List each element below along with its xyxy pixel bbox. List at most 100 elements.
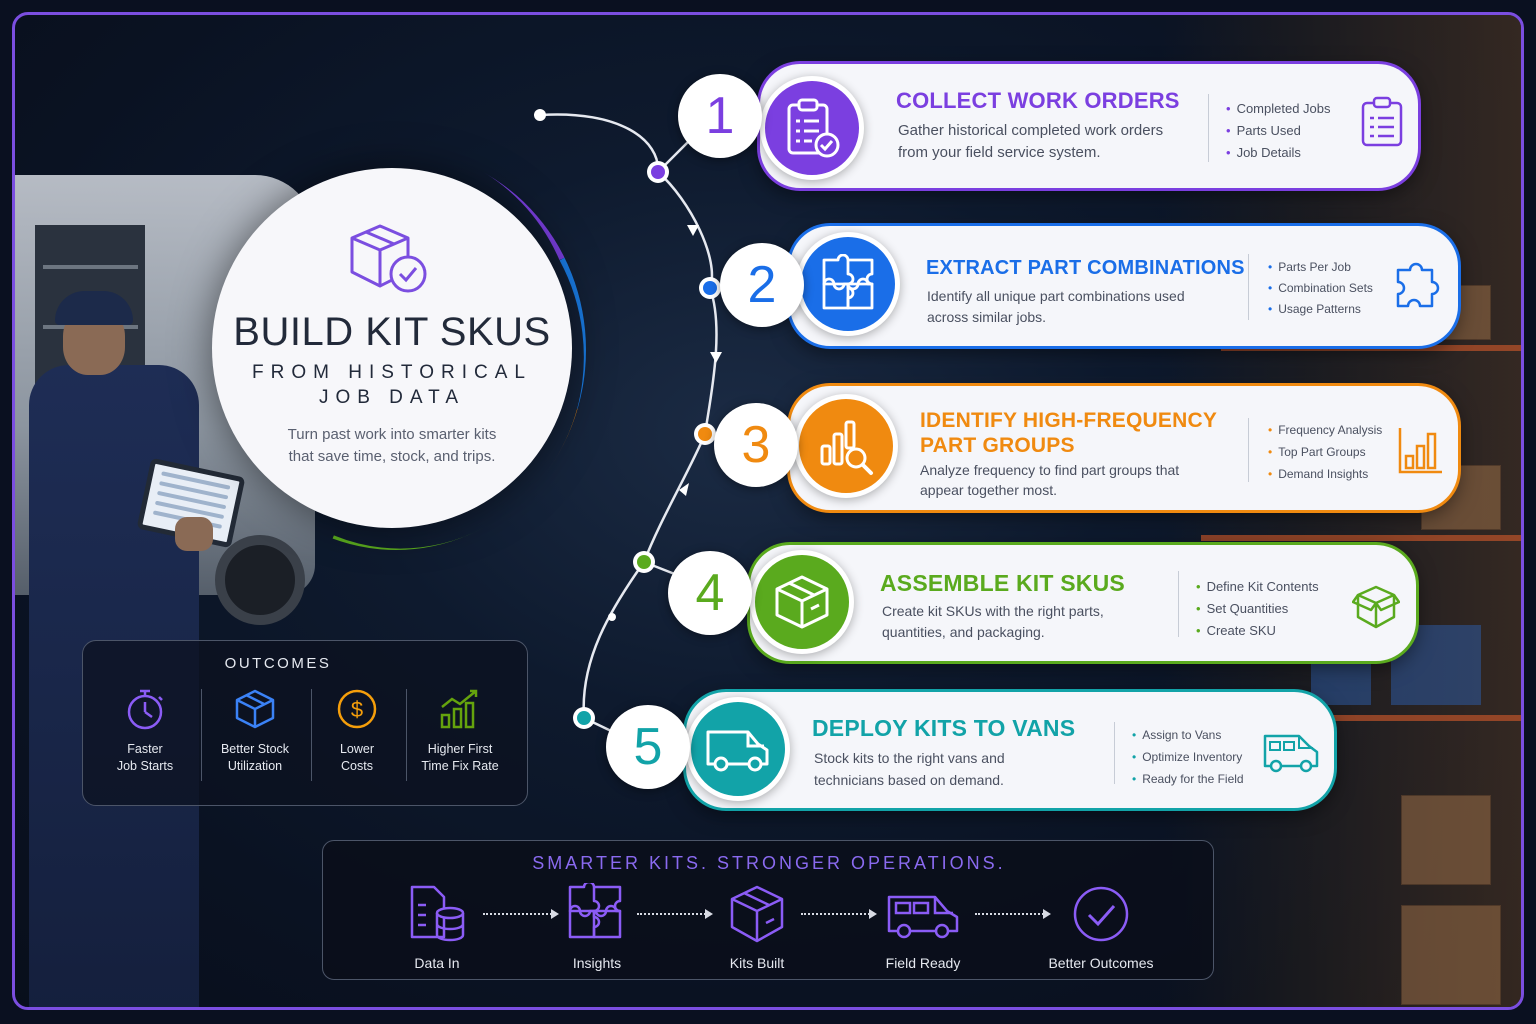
summary-bar: SMARTER KITS. STRONGER OPERATIONS. Data … [322,840,1214,980]
van-outline-icon [1263,734,1319,773]
puzzle-pieces-icon [822,254,874,310]
bullet-item: Assign to Vans [1132,724,1244,746]
outcome-label-line: Lower [339,742,375,756]
outcome-higher-first-time-fix-rate: Higher First Time Fix Rate [410,687,510,775]
clipboard-list-icon [1361,96,1403,147]
step-bullets: Completed Jobs Parts Used Job Details [1226,98,1331,164]
summary-label: Better Outcomes [1048,955,1154,971]
step-card-3: IDENTIFY HIGH-FREQUENCY PART GROUPS Anal… [790,386,1458,510]
summary-item-field-ready: Field Ready [863,883,983,971]
step-number-5: 5 [606,705,690,789]
step-bullets: Define Kit Contents Set Quantities Creat… [1196,576,1319,642]
van-shelf [43,265,138,269]
step-title-line: PART GROUPS [920,434,1075,457]
step-divider [1208,94,1209,162]
technician-cap [55,291,133,325]
van-icon [887,895,959,939]
bullet-item: Parts Used [1226,120,1331,142]
outcome-better-stock-utilization: Better Stock Utilization [205,687,305,775]
hero-description: Turn past work into smarter kits that sa… [287,426,497,465]
box-icon [235,689,275,729]
shelf-beam [1201,535,1521,541]
bullet-item: Completed Jobs [1226,98,1331,120]
flow-arrow [801,909,877,919]
step-description: Stock kits to the right vans and technic… [814,750,1005,788]
outcome-label-line: Job Starts [116,759,174,773]
van-icon [706,730,769,772]
step-title: EXTRACT PART COMBINATIONS [926,257,1245,279]
step-divider [1248,254,1249,320]
outcomes-panel: OUTCOMES Faster Job Starts Better Stock … [82,640,528,806]
shelf-beam [1191,715,1521,721]
hero-title: BUILD KIT SKUS [233,310,551,354]
outcome-label: Lower Costs [307,741,407,775]
outcome-lower-costs: $ Lower Costs [307,687,407,775]
flow-arrow [637,909,713,919]
van-wheel [215,535,305,625]
bullet-item: Optimize Inventory [1132,746,1244,768]
step-bullets: Assign to Vans Optimize Inventory Ready … [1132,724,1244,790]
outcome-label: Faster Job Starts [95,741,195,775]
summary-label: Field Ready [885,955,961,971]
bullet-item: Combination Sets [1268,278,1373,299]
step-description: Gather historical completed work orders … [898,122,1164,161]
technician-hand [175,517,213,551]
outcome-divider [201,689,202,781]
step-card-1: COLLECT WORK ORDERS Gather historical co… [760,64,1418,188]
bullet-item: Create SKU [1196,620,1319,642]
summary-item-data-in: Data In [377,883,497,971]
outcome-label-line: Utilization [227,759,283,773]
document-database-icon [410,885,465,942]
step-icon-5 [686,697,790,801]
summary-item-kits-built: Kits Built [697,883,817,971]
step-description: Create kit SKUs with the right parts, qu… [882,603,1104,640]
box-icon [730,885,784,943]
step-bullets: Frequency Analysis Top Part Groups Deman… [1268,419,1382,485]
dollar-coin-icon: $ [337,689,377,729]
flow-arrow [483,909,559,919]
hero-subtitle-line: FROM HISTORICAL [252,362,532,383]
bullet-item: Frequency Analysis [1268,419,1382,441]
hero-circle [212,168,572,528]
step-description: Identify all unique part combinations us… [927,288,1185,325]
clipboard-check-icon [787,98,840,158]
outcome-label-line: Better Stock [220,742,290,756]
step-card-4: ASSEMBLE KIT SKUS Create kit SKUs with t… [750,545,1416,661]
outcome-divider [406,689,407,781]
bar-chart-icon [1398,428,1442,474]
step-number-3: 3 [714,403,798,487]
growth-chart-icon [440,689,478,729]
bullet-item: Set Quantities [1196,598,1319,620]
svg-text:$: $ [351,697,363,722]
outcome-label: Better Stock Utilization [205,741,305,775]
step-card-5: DEPLOY KITS TO VANS Stock kits to the ri… [686,692,1334,808]
bullet-item: Parts Per Job [1268,257,1373,278]
summary-item-better-outcomes: Better Outcomes [1031,883,1171,971]
outcome-faster-job-starts: Faster Job Starts [95,687,195,775]
step-title: DEPLOY KITS TO VANS [812,715,1076,741]
summary-item-insights: Insights [537,883,657,971]
outcome-divider [311,689,312,781]
step-icon-3 [794,394,898,498]
step-icon-1 [760,76,864,180]
stopwatch-icon [127,689,163,730]
summary-label: Kits Built [729,955,785,971]
step-title-line: IDENTIFY HIGH-FREQUENCY [920,409,1218,432]
summary-title: SMARTER KITS. STRONGER OPERATIONS. [532,853,1006,873]
check-circle-icon [1073,886,1129,942]
step-divider [1114,722,1115,784]
step-title: COLLECT WORK ORDERS [896,88,1180,113]
summary-label: Insights [572,955,622,971]
warehouse-box [1401,795,1491,885]
open-box-icon [1352,585,1400,629]
step-card-2: EXTRACT PART COMBINATIONS Identify all u… [790,226,1458,346]
step-divider [1248,418,1249,482]
outcome-label-line: Higher First [427,742,493,756]
box-check-icon [350,224,427,293]
bullet-item: Usage Patterns [1268,299,1373,320]
outcome-label: Higher First Time Fix Rate [410,741,510,775]
outcome-label-line: Time Fix Rate [421,759,499,773]
flow-arrow [975,909,1051,919]
step-number-4: 4 [668,551,752,635]
